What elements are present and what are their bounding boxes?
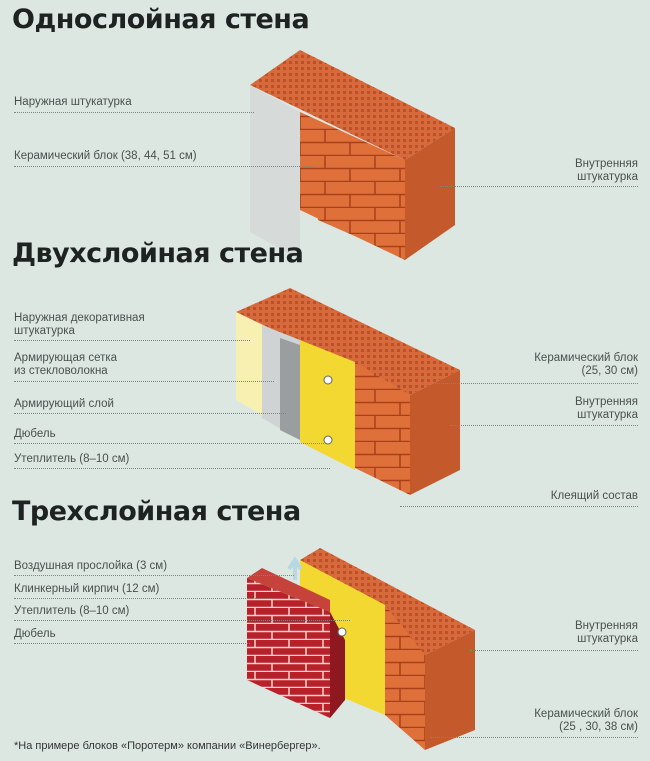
three-layer-wall	[247, 548, 475, 750]
leader-line	[14, 166, 314, 167]
text: (25 , 30, 38 см)	[559, 721, 638, 733]
text: Керамический блок	[534, 708, 638, 720]
text: Внутренняя	[575, 620, 638, 632]
text: Армирующая сетка	[14, 352, 118, 364]
label-insulation-3: Утеплитель (8–10 см)	[14, 605, 130, 617]
leader-line	[440, 186, 638, 187]
two-layer-title: Двухслойная стена	[12, 238, 304, 269]
leader-line	[420, 383, 638, 384]
three-layer-title: Трехслойная стена	[12, 496, 301, 527]
text: штукатурка	[577, 409, 638, 421]
single-layer-title: Однослойная стена	[12, 4, 310, 35]
footnote: *На примере блоков «Поротерм» компании «…	[14, 740, 321, 752]
text: Внутренняя	[575, 158, 638, 170]
two-layer-wall	[236, 288, 460, 495]
text: штукатурка	[14, 325, 75, 337]
leader-line	[14, 381, 274, 382]
label-outer-plaster: Наружная штукатурка	[14, 96, 132, 108]
text: Внутренняя	[575, 396, 638, 408]
leader-line	[14, 413, 286, 414]
label-insulation: Утеплитель (8–10 см)	[14, 453, 130, 465]
leader-line	[430, 737, 638, 738]
label-reinforcing-layer: Армирующий слой	[14, 398, 114, 410]
leader-line	[14, 340, 250, 341]
single-layer-wall	[250, 50, 455, 260]
label-ceramic-block: Керамический блок (38, 44, 51 см)	[14, 150, 197, 162]
leader-line	[14, 443, 326, 444]
text: Керамический блок	[534, 352, 638, 364]
leader-line	[14, 575, 294, 576]
leader-line	[400, 506, 638, 507]
text: штукатурка	[577, 171, 638, 183]
label-clinker-brick: Клинкерный кирпич (12 см)	[14, 583, 160, 595]
label-ceramic-block-3: Керамический блок(25 , 30, 38 см)	[534, 708, 638, 734]
text: Наружная декоративная	[14, 312, 145, 324]
leader-line	[14, 112, 254, 113]
label-adhesive: Клеящий состав	[550, 490, 638, 502]
leader-line	[14, 468, 330, 469]
text: (25, 30 см)	[581, 365, 638, 377]
label-dowel-3: Дюбель	[14, 628, 56, 640]
leader-line	[470, 650, 638, 651]
label-air-gap: Воздушная прослойка (3 см)	[14, 560, 168, 572]
leader-line	[14, 643, 250, 644]
label-ceramic-block-2: Керамический блок(25, 30 см)	[534, 352, 638, 378]
text: из стекловолокна	[14, 365, 108, 377]
leader-line	[14, 598, 274, 599]
label-dowel: Дюбель	[14, 428, 56, 440]
leader-line	[450, 425, 638, 426]
text: штукатурка	[577, 633, 638, 645]
leader-line	[14, 620, 350, 621]
